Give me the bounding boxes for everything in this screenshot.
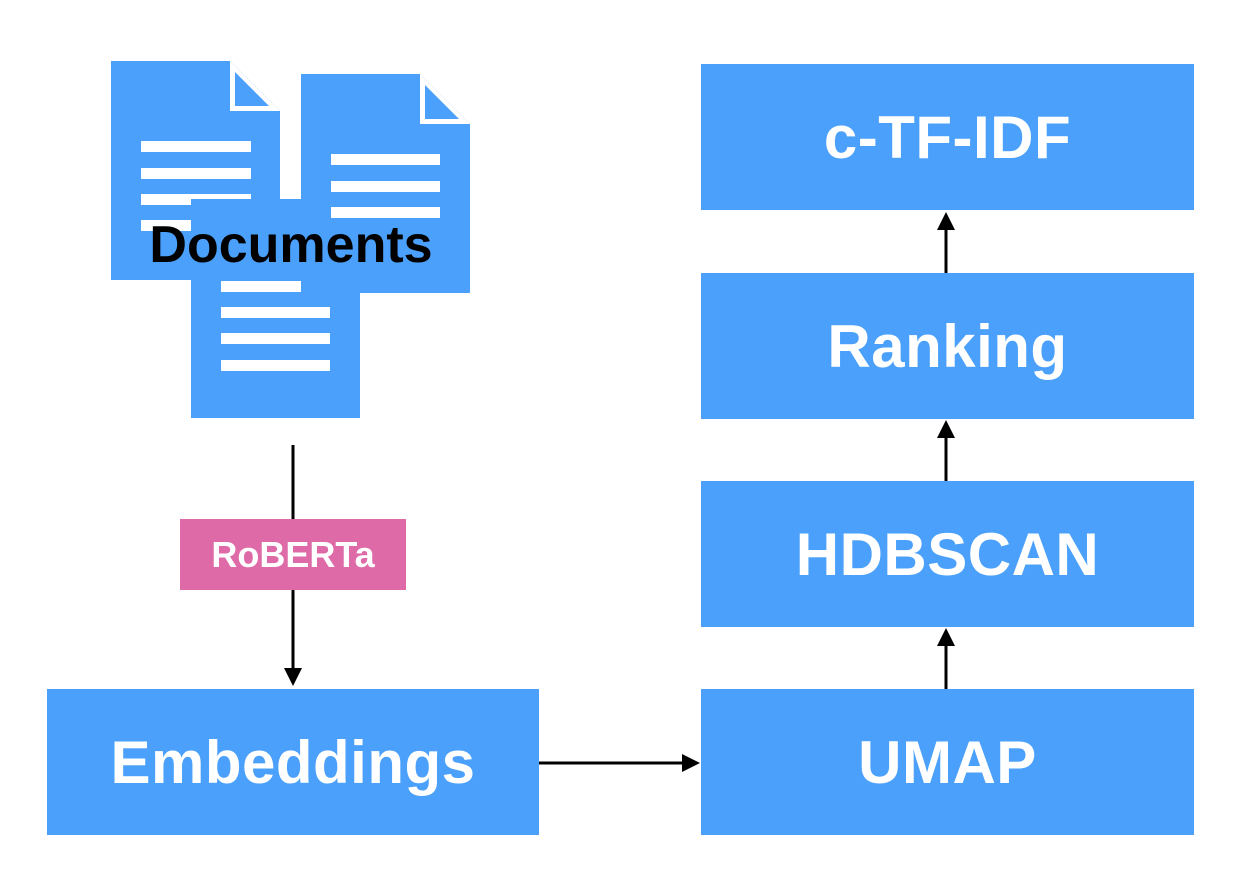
- ctfidf-label: c-TF-IDF: [823, 103, 1072, 171]
- ranking-label: Ranking: [827, 312, 1068, 380]
- embeddings-label: Embeddings: [110, 728, 476, 796]
- arrow-embeddings-to-umap: [539, 754, 700, 772]
- arrow-hdbscan-to-ranking: [937, 420, 955, 481]
- document-icon: [301, 74, 470, 293]
- ranking-box: Ranking: [701, 273, 1194, 419]
- umap-label: UMAP: [858, 728, 1037, 796]
- hdbscan-label: HDBSCAN: [795, 520, 1100, 588]
- umap-box: UMAP: [701, 689, 1194, 835]
- ctfidf-box: c-TF-IDF: [701, 64, 1194, 210]
- embeddings-box: Embeddings: [47, 689, 539, 835]
- roberta-model-box: RoBERTa: [180, 519, 406, 590]
- arrow-ranking-to-ctfidf: [937, 212, 955, 273]
- documents-label: Documents: [149, 216, 433, 274]
- hdbscan-box: HDBSCAN: [701, 481, 1194, 627]
- arrow-model-to-embeddings: [284, 590, 302, 686]
- roberta-label: RoBERTa: [211, 533, 375, 575]
- arrow-umap-to-hdbscan: [937, 628, 955, 689]
